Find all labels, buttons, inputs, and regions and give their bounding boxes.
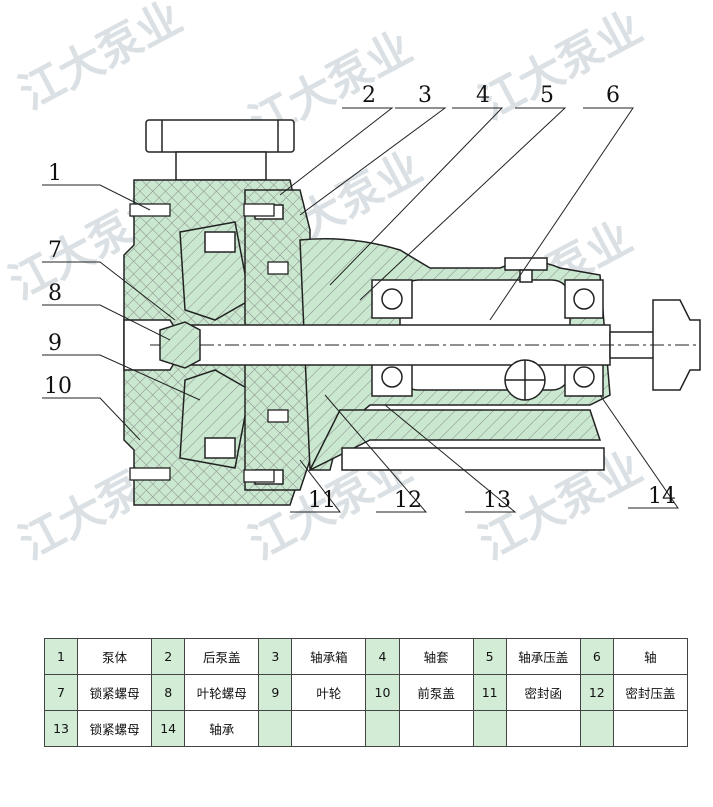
watermark-text: 江大泵业	[11, 0, 190, 120]
part-number: 10	[365, 674, 400, 711]
table-row: 13 锁紧螺母 14 轴承	[43, 710, 689, 747]
part-name: 锁紧螺母	[77, 674, 153, 711]
callout-4: 4	[476, 83, 490, 108]
part-name: 轴套	[398, 638, 474, 675]
callout-8: 8	[48, 281, 62, 306]
sight-glass	[504, 359, 546, 401]
callout-14: 14	[648, 484, 676, 509]
callout-11: 11	[308, 488, 336, 513]
table-row: 1 泵体 2 后泵盖 3 轴承箱 4 轴套 5 轴承压盖 6 轴	[43, 638, 689, 675]
part-number: 6	[579, 638, 614, 675]
part-name: 轴承	[184, 710, 260, 747]
part-number: 1	[43, 638, 79, 675]
part-name: 叶轮	[291, 674, 367, 711]
callout-9: 9	[48, 331, 62, 356]
table-row: 7 锁紧螺母 8 叶轮螺母 9 叶轮 10 前泵盖 11 密封函 12 密封压盖	[43, 674, 689, 711]
outlet-flange	[145, 119, 295, 181]
part-number: 5	[472, 638, 507, 675]
part-name: 叶轮螺母	[184, 674, 260, 711]
base	[341, 447, 605, 471]
shaft	[150, 299, 701, 391]
empty-cell	[258, 710, 293, 747]
callout-5: 5	[540, 83, 554, 108]
part-name: 前泵盖	[398, 674, 474, 711]
pump-sectional-drawing: 江大泵业 江大泵业 江大泵业 江大泵业 江大泵业 江大泵业 江大泵业 江大泵业 …	[1, 0, 701, 570]
empty-cell	[612, 710, 689, 747]
part-name: 密封函	[505, 674, 581, 711]
empty-cell	[365, 710, 400, 747]
part-name: 轴	[612, 638, 689, 675]
part-name: 泵体	[77, 638, 153, 675]
empty-cell	[398, 710, 474, 747]
part-number: 12	[579, 674, 614, 711]
watermark-text: 江大泵业	[471, 2, 650, 130]
part-name: 锁紧螺母	[77, 710, 153, 747]
part-number: 8	[151, 674, 186, 711]
callout-10: 10	[44, 374, 72, 399]
part-number: 9	[258, 674, 293, 711]
part-name: 密封压盖	[612, 674, 689, 711]
part-number: 7	[43, 674, 79, 711]
part-number: 14	[151, 710, 186, 747]
part-number: 13	[43, 710, 79, 747]
part-number: 2	[151, 638, 186, 675]
empty-cell	[291, 710, 367, 747]
empty-cell	[472, 710, 507, 747]
part-number: 11	[472, 674, 507, 711]
part-name: 后泵盖	[184, 638, 260, 675]
callout-6: 6	[606, 83, 620, 108]
callout-labels: 1 2 3 4 5 6 7 8 9 10 11 12 13 14	[44, 83, 676, 513]
part-number: 3	[258, 638, 293, 675]
callout-12: 12	[394, 488, 422, 513]
callout-7: 7	[48, 238, 62, 263]
callout-13: 13	[483, 488, 511, 513]
empty-cell	[579, 710, 614, 747]
part-number: 4	[365, 638, 400, 675]
callout-3: 3	[418, 83, 432, 108]
impeller	[179, 221, 251, 469]
leader-lines	[42, 107, 679, 513]
callout-1: 1	[48, 161, 62, 186]
callout-2: 2	[362, 83, 376, 108]
parts-table: 1 泵体 2 后泵盖 3 轴承箱 4 轴套 5 轴承压盖 6 轴 7 锁紧螺母 …	[43, 638, 689, 747]
empty-cell	[505, 710, 581, 747]
part-name: 轴承压盖	[505, 638, 581, 675]
bolt-group	[129, 203, 289, 483]
part-name: 轴承箱	[291, 638, 367, 675]
